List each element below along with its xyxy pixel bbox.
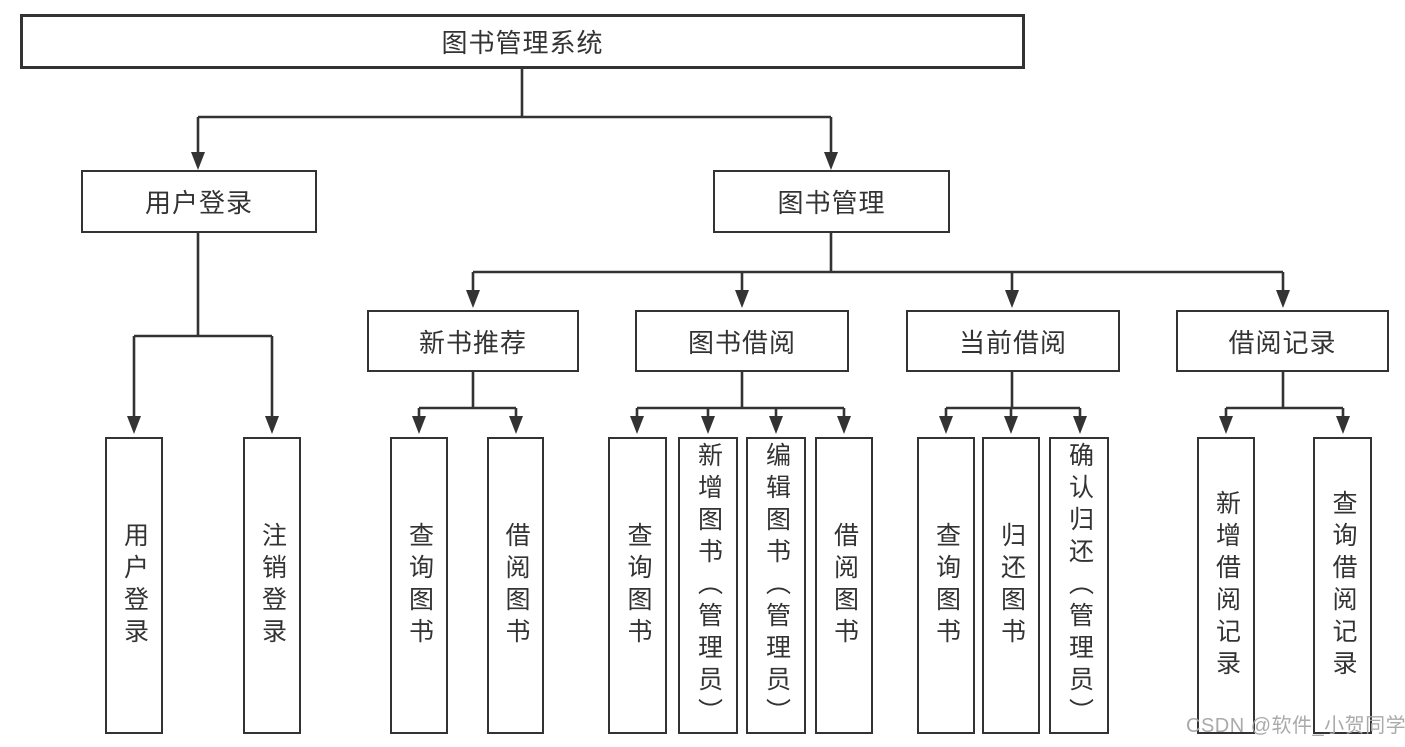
node-label: 新书推荐 <box>418 327 527 358</box>
node-label: 编辑图书（管理员） <box>762 441 791 730</box>
node-borrowing-records: 借阅记录 <box>1176 310 1389 372</box>
leaf-borrow-books: 借阅图书 <box>815 437 873 734</box>
leaf-confirm-return-admin: 确认归还（管理员） <box>1049 437 1109 734</box>
leaf-borrow-books-recommend: 借阅图书 <box>487 437 544 734</box>
csdn-watermark: CSDN @软件_小贺同学 <box>1186 715 1405 737</box>
node-label: 用户登录 <box>144 188 253 218</box>
leaf-query-books-borrow: 查询图书 <box>608 437 667 734</box>
node-label: 查询图书 <box>624 521 652 650</box>
node-book-management: 图书管理 <box>713 170 950 233</box>
node-label: 当前借阅 <box>958 327 1067 358</box>
leaf-user-login: 用户登录 <box>105 437 163 734</box>
leaf-add-books-admin: 新增图书（管理员） <box>678 437 738 734</box>
leaf-edit-books-admin: 编辑图书（管理员） <box>746 437 806 734</box>
node-label: 借阅图书 <box>502 521 530 650</box>
node-label: 归还图书 <box>997 521 1026 650</box>
node-current-borrowing: 当前借阅 <box>906 310 1120 372</box>
arrowhead-icons <box>127 152 1350 434</box>
leaf-query-books-current: 查询图书 <box>917 437 975 734</box>
node-label: 注销登录 <box>258 521 287 650</box>
node-book-borrowing: 图书借阅 <box>635 310 849 372</box>
node-label: 图书管理系统 <box>441 28 604 58</box>
leaf-query-borrow-record: 查询借阅记录 <box>1313 437 1372 734</box>
leaf-logout: 注销登录 <box>243 437 301 734</box>
node-label: 查询借阅记录 <box>1329 489 1357 682</box>
node-new-book-recommendation: 新书推荐 <box>367 310 579 372</box>
leaf-add-borrow-record: 新增借阅记录 <box>1197 437 1255 734</box>
node-label: 图书借阅 <box>687 327 796 358</box>
node-label: 查询图书 <box>405 521 434 650</box>
node-label: 借阅图书 <box>830 521 859 650</box>
node-label: 借阅记录 <box>1228 327 1337 358</box>
node-label: 图书管理 <box>777 188 886 218</box>
leaf-return-books: 归还图书 <box>982 437 1040 734</box>
node-label: 新增借阅记录 <box>1212 489 1241 682</box>
leaf-query-books-recommend: 查询图书 <box>390 437 448 734</box>
node-user-login: 用户登录 <box>81 170 317 233</box>
node-label: 确认归还（管理员） <box>1065 441 1094 730</box>
node-label: 新增图书（管理员） <box>694 441 723 730</box>
node-label: 用户登录 <box>120 521 149 650</box>
node-library-management-system: 图书管理系统 <box>20 14 1025 69</box>
node-label: 查询图书 <box>932 521 961 650</box>
